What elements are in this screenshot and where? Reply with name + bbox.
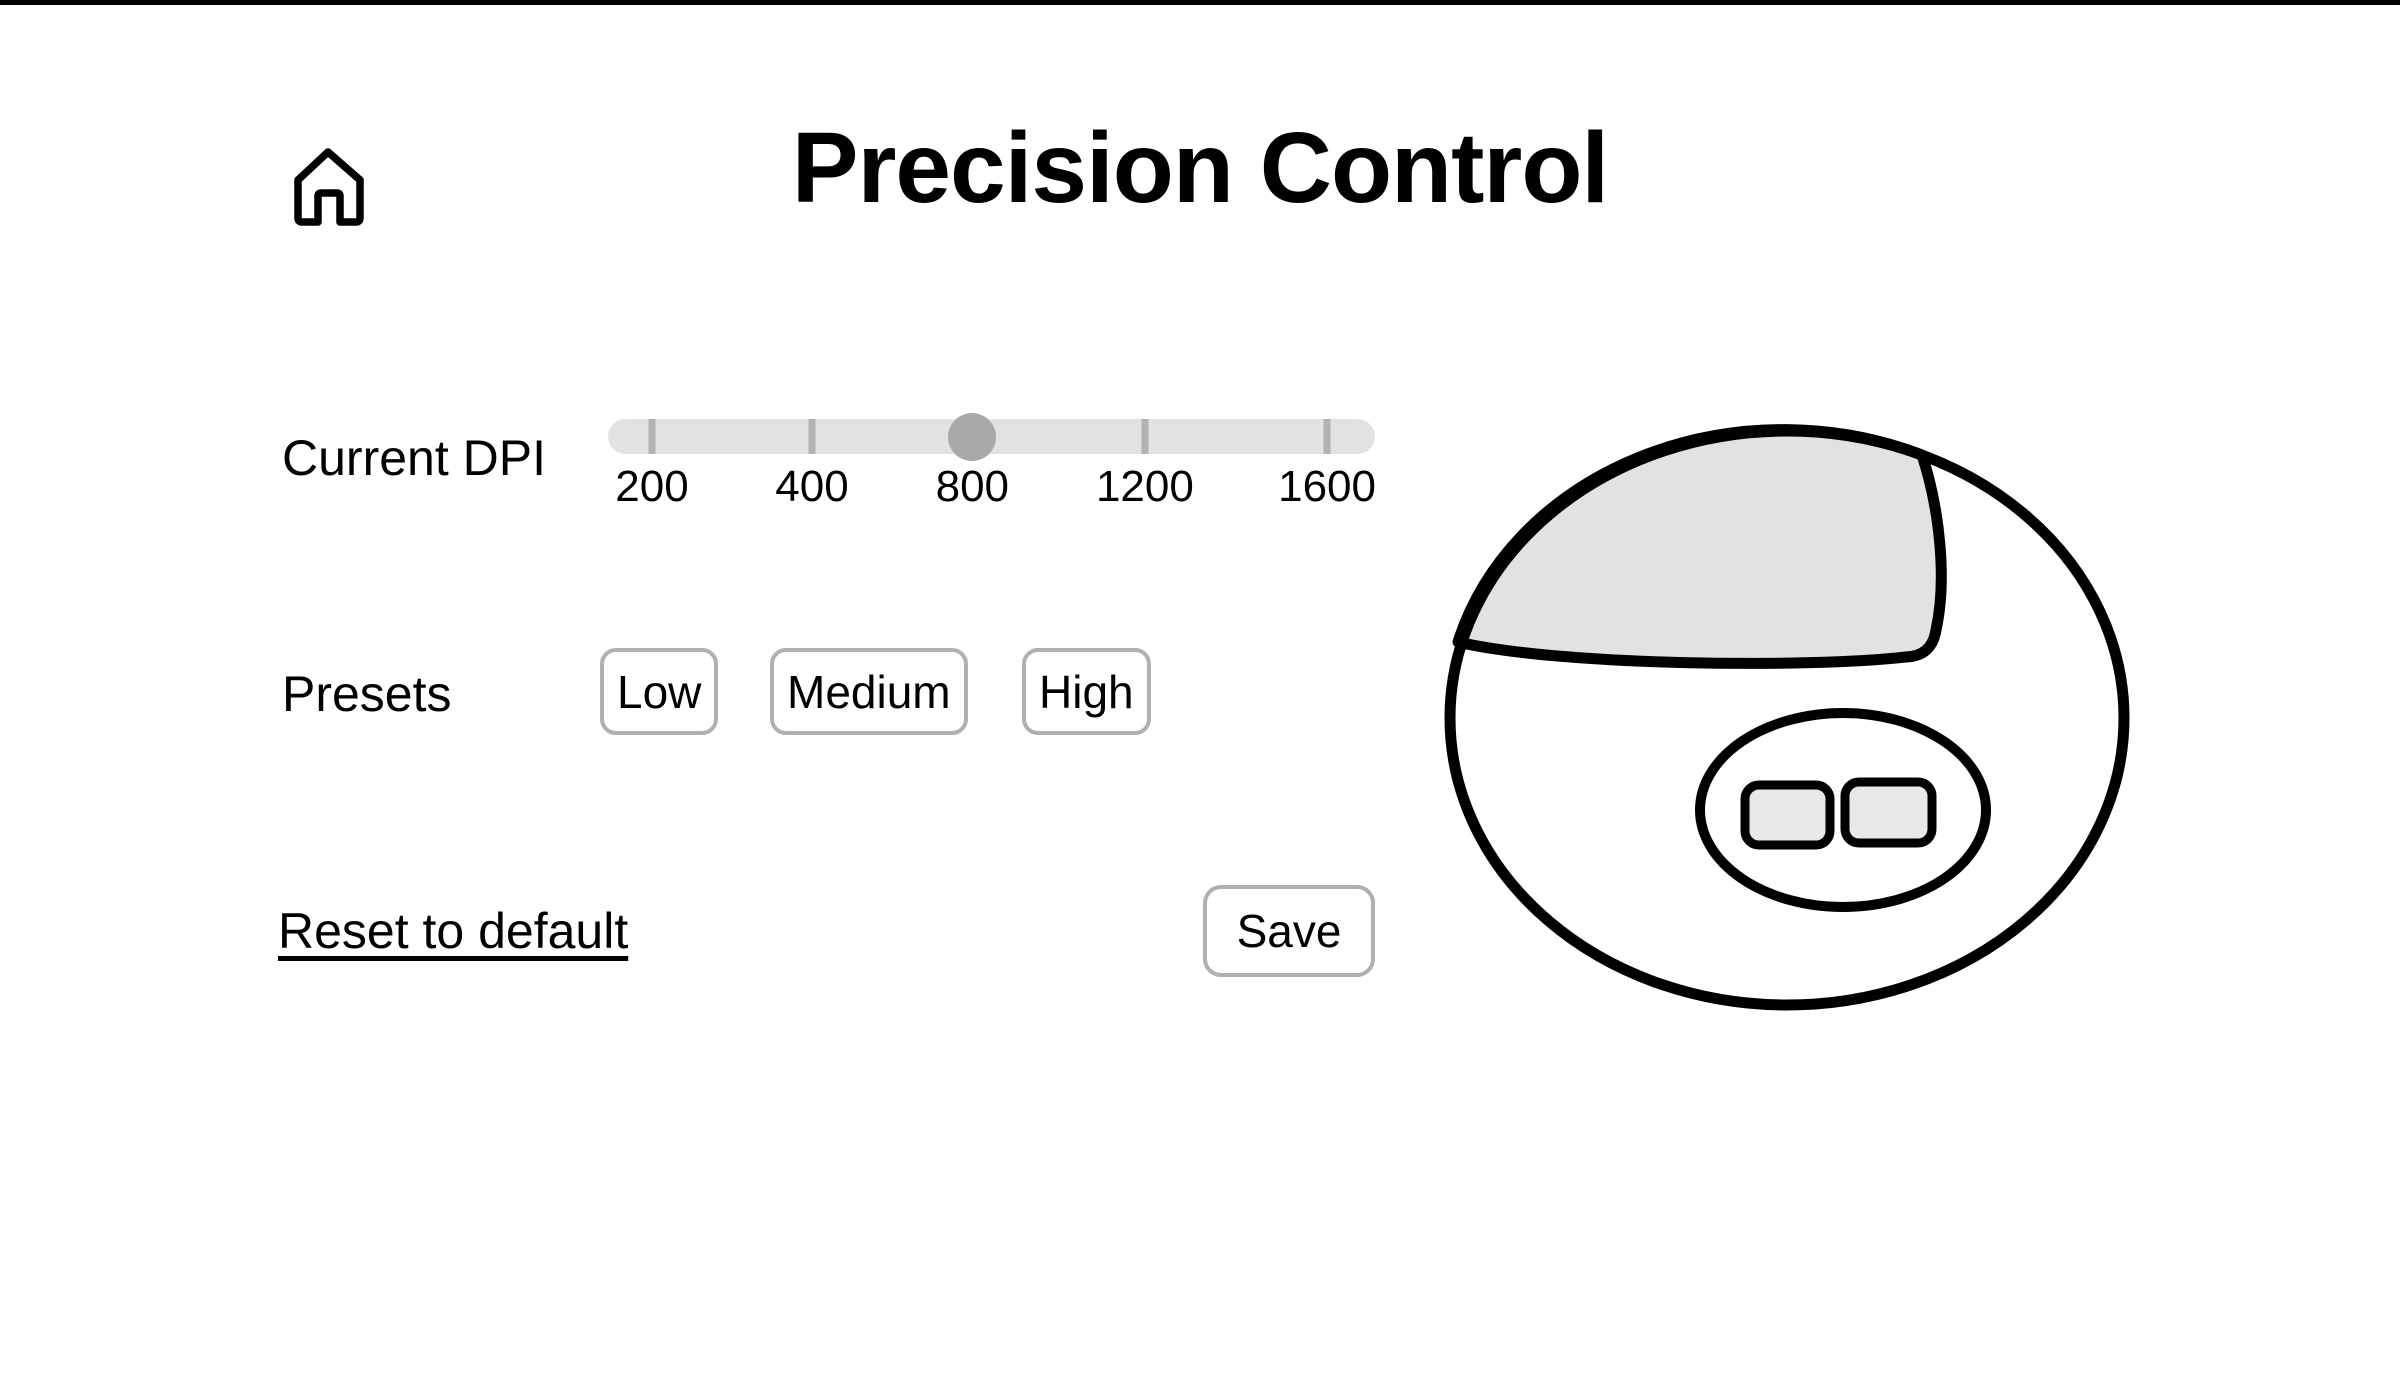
top-border	[0, 0, 2400, 5]
tick-label-800: 800	[935, 462, 1010, 511]
slider-tick	[808, 419, 816, 454]
home-icon	[294, 148, 364, 226]
slider-track[interactable]	[608, 412, 1375, 461]
reset-to-default-link[interactable]: Reset to default	[278, 903, 629, 959]
dpi-label: Current DPI	[282, 430, 546, 486]
slider-tick-labels: 200 400 800 1200 1600	[608, 462, 1377, 515]
mouse-shell-panel	[1452, 424, 1947, 669]
tick-label-200: 200	[615, 462, 689, 511]
mouse-illustration	[1444, 424, 2130, 1011]
page-title: Precision Control	[791, 112, 1609, 224]
mouse-button-right	[1840, 777, 1937, 848]
slider-thumb[interactable]	[948, 412, 997, 461]
save-button[interactable]: Save	[1203, 885, 1375, 977]
tick-label-400: 400	[775, 462, 849, 511]
dpi-slider[interactable]: 200 400 800 1200 1600	[608, 412, 1377, 519]
preset-medium-button[interactable]: Medium	[770, 648, 968, 735]
mouse-button-left	[1740, 780, 1835, 850]
slider-tick	[1141, 419, 1149, 454]
mouse-body-outline	[1444, 425, 2130, 1011]
home-button[interactable]	[290, 146, 370, 234]
preset-low-button[interactable]: Low	[600, 648, 719, 735]
tick-label-1600: 1600	[1278, 462, 1377, 511]
slider-tick	[648, 419, 656, 454]
preset-high-button[interactable]: High	[1022, 648, 1151, 735]
slider-tick	[1323, 419, 1331, 454]
tick-label-1200: 1200	[1095, 462, 1194, 511]
presets-label: Presets	[282, 666, 452, 722]
